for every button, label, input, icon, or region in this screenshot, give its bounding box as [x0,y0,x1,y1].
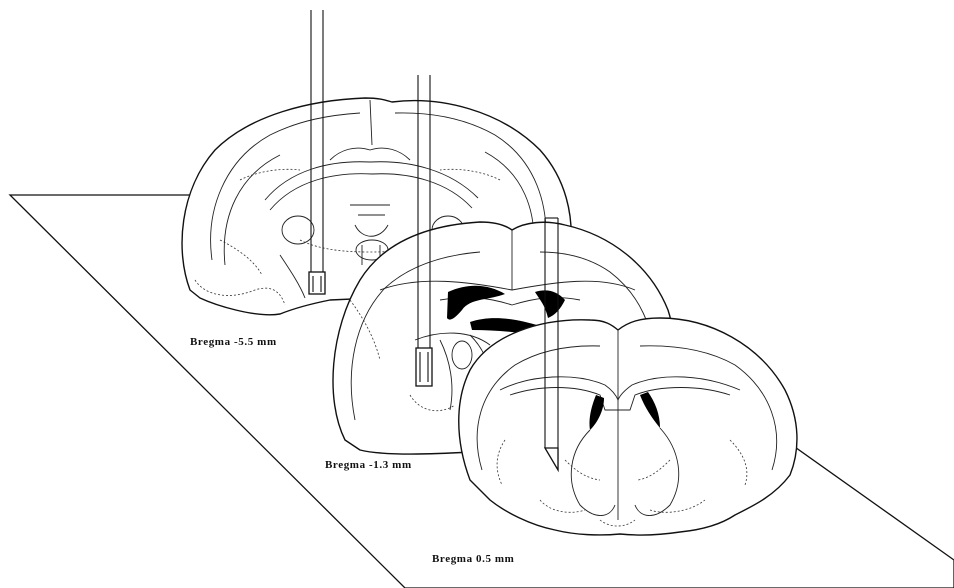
section-label-middle: Bregma -1.3 mm [325,459,412,471]
section-label-posterior: Bregma -5.5 mm [190,336,277,348]
section-label-anterior: Bregma 0.5 mm [432,553,514,565]
section-anterior [459,318,797,535]
